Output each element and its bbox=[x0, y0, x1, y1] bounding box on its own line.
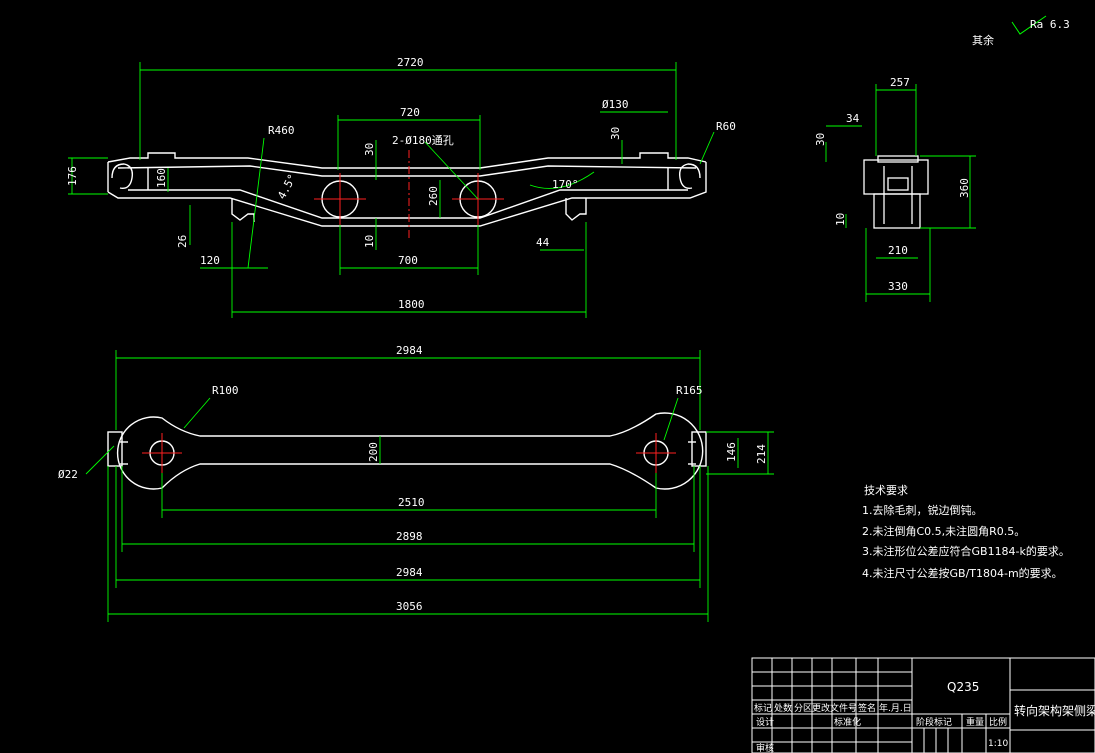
dim-120: 120 bbox=[200, 254, 220, 267]
tb-header-mark: 标记 bbox=[754, 702, 772, 714]
top-dim-200: 200 bbox=[367, 442, 380, 462]
bracket-lug-right bbox=[565, 198, 587, 221]
top-view-centerlines bbox=[142, 433, 676, 473]
beam-top-edge bbox=[107, 152, 707, 169]
technical-notes: 技术要求 1.去除毛刺，锐边倒钝。 2.未注倒角C0.5,未注圆角R0.5。 3… bbox=[862, 484, 1070, 580]
top-view-dimension-texts: 2984 R100 R165 Ø22 200 146 214 2510 2898… bbox=[58, 344, 768, 613]
tb-standardize: 标准化 bbox=[834, 716, 861, 728]
bracket-lug-left bbox=[231, 198, 255, 222]
roughness-check-icon bbox=[1011, 15, 1047, 35]
tb-header-date: 年.月.日 bbox=[879, 702, 912, 714]
dim-26: 26 bbox=[176, 235, 189, 248]
tb-material: Q235 bbox=[947, 680, 979, 694]
roughness-value: Ra 6.3 bbox=[1030, 18, 1070, 31]
dim-700: 700 bbox=[398, 254, 418, 267]
dim-30-b: 30 bbox=[609, 127, 622, 140]
dim-176: 176 bbox=[66, 166, 79, 186]
beam-upper-inner-edge bbox=[117, 165, 697, 177]
top-dim-3056: 3056 bbox=[396, 600, 423, 613]
tb-scale-label: 比例 bbox=[989, 716, 1007, 728]
note-item-4: 4.未注尺寸公差按GB/T1804-m的要求。 bbox=[862, 566, 1063, 580]
front-view-beam-outline bbox=[107, 152, 707, 227]
side-dim-330: 330 bbox=[888, 280, 908, 293]
tb-stage-label: 阶段标记 bbox=[916, 716, 952, 728]
dim-bore-130: Ø130 bbox=[602, 98, 629, 111]
leader-R460 bbox=[247, 137, 265, 269]
dim-1800: 1800 bbox=[398, 298, 425, 311]
side-view: 257 34 30 10 360 210 330 bbox=[814, 76, 976, 302]
leader-R100 bbox=[183, 397, 211, 429]
front-view-dimension-texts: 2720 720 2-Ø180通孔 Ø130 R460 R60 176 160 … bbox=[66, 56, 736, 311]
beam-lower-inner-edge bbox=[128, 189, 688, 219]
side-view-outline bbox=[863, 155, 929, 229]
side-view-dimension-lines bbox=[825, 84, 976, 302]
note-item-1: 1.去除毛刺，锐边倒钝。 bbox=[862, 503, 983, 517]
top-dim-2510: 2510 bbox=[398, 496, 425, 509]
beam-right-end-curl bbox=[678, 163, 701, 189]
note-item-2: 2.未注倒角C0.5,未注圆角R0.5。 bbox=[862, 524, 1025, 538]
tb-weight-label: 重量 bbox=[966, 716, 984, 728]
tb-header-sign: 签名 bbox=[858, 702, 876, 714]
top-dim-146: 146 bbox=[725, 442, 738, 462]
side-web bbox=[873, 193, 921, 229]
top-right-tab bbox=[691, 431, 707, 467]
beam-left-end-curl bbox=[111, 163, 134, 189]
side-dim-210: 210 bbox=[888, 244, 908, 257]
title-block-grid bbox=[751, 657, 1095, 753]
dim-angle-170: 170° bbox=[552, 178, 579, 191]
top-dim-2984-bottom: 2984 bbox=[396, 566, 423, 579]
side-dim-10: 10 bbox=[834, 213, 847, 226]
top-dim-R100: R100 bbox=[212, 384, 239, 397]
top-left-tab bbox=[107, 431, 123, 467]
tb-header-zone: 分区 bbox=[794, 703, 812, 714]
top-dim-dia-22: Ø22 bbox=[58, 468, 78, 481]
tb-designer: 设计 bbox=[756, 716, 774, 728]
title-block: Q235 转向架构架侧梁 标记 处数 分区 更改文件号 签名 年.月.日 设计 … bbox=[751, 657, 1095, 753]
side-view-dimension-texts: 257 34 30 10 360 210 330 bbox=[814, 76, 971, 293]
hole-callout: 2-Ø180通孔 bbox=[392, 134, 454, 147]
front-view-dimension-lines bbox=[68, 62, 715, 318]
dim-260: 260 bbox=[427, 186, 440, 206]
roughness-label: 其余 bbox=[972, 33, 994, 47]
dim-720: 720 bbox=[400, 106, 420, 119]
title-block-frame bbox=[751, 657, 1095, 753]
tb-header-count: 处数 bbox=[774, 702, 792, 714]
top-view: 2984 R100 R165 Ø22 200 146 214 2510 2898… bbox=[58, 344, 774, 622]
roughness-symbol: 其余 Ra 6.3 bbox=[972, 15, 1070, 47]
tb-review: 审核 bbox=[756, 742, 774, 753]
dim-R460: R460 bbox=[268, 124, 295, 137]
side-dim-360: 360 bbox=[958, 178, 971, 198]
dim-44: 44 bbox=[536, 236, 550, 249]
arc-170 bbox=[529, 171, 595, 189]
leader-hole-label bbox=[424, 141, 479, 200]
leader-R60 bbox=[699, 131, 715, 165]
note-item-3: 3.未注形位公差应符合GB1184-k的要求。 bbox=[862, 544, 1070, 558]
dim-R60: R60 bbox=[716, 120, 736, 133]
side-dim-257: 257 bbox=[890, 76, 910, 89]
side-inner-box bbox=[887, 177, 909, 191]
dim-10: 10 bbox=[363, 235, 376, 248]
dim-30-a: 30 bbox=[363, 143, 376, 156]
top-dim-2984-top: 2984 bbox=[396, 344, 423, 357]
dim-2720: 2720 bbox=[397, 56, 424, 69]
dim-160: 160 bbox=[155, 168, 168, 188]
side-top-cap bbox=[877, 155, 919, 163]
front-view: 2720 720 2-Ø180通孔 Ø130 R460 R60 176 160 … bbox=[66, 56, 736, 318]
tb-part-name: 转向架构架侧梁 bbox=[1014, 703, 1095, 718]
leader-dia-22 bbox=[85, 445, 115, 475]
side-dim-30: 30 bbox=[814, 133, 827, 146]
beam-bottom-edge bbox=[107, 162, 707, 227]
top-dim-2898: 2898 bbox=[396, 530, 423, 543]
notes-title: 技术要求 bbox=[864, 484, 908, 497]
top-view-dimension-lines bbox=[85, 350, 774, 622]
leader-R165 bbox=[663, 397, 679, 441]
top-dim-214: 214 bbox=[755, 444, 768, 464]
side-dim-34: 34 bbox=[846, 112, 860, 125]
tb-scale-value: 1:10 bbox=[988, 739, 1008, 749]
top-dim-R165: R165 bbox=[676, 384, 703, 397]
tb-header-change-doc: 更改文件号 bbox=[812, 702, 857, 714]
